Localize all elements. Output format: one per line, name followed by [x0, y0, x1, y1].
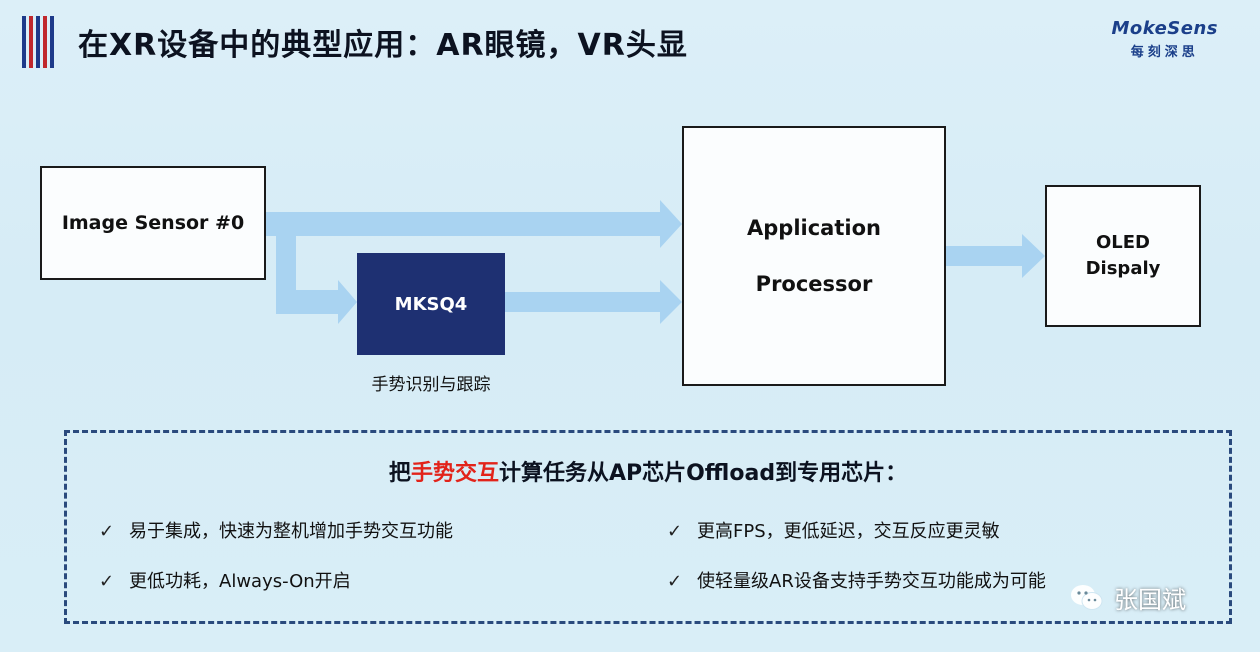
application-processor-box: Application Processor — [682, 126, 946, 386]
image-sensor-box: Image Sensor #0 — [40, 166, 266, 280]
benefits-panel: 把手势交互计算任务从AP芯片Offload到专用芯片： ✓ 易于集成，快速为整机增… — [64, 430, 1232, 624]
benefit-item: ✓ 更高FPS，更低延迟，交互反应更灵敏 — [667, 517, 1000, 543]
benefit-item: ✓ 使轻量级AR设备支持手势交互功能成为可能 — [667, 567, 1046, 593]
logo-stripes — [22, 16, 62, 68]
oled-display-box: OLED Dispaly — [1045, 185, 1201, 327]
panel-title-highlight: 手势交互 — [410, 461, 499, 486]
benefit-text: 使轻量级AR设备支持手势交互功能成为可能 — [697, 571, 1046, 592]
checkmark-icon: ✓ — [99, 571, 115, 592]
checkmark-icon: ✓ — [667, 571, 683, 592]
chip-caption: 手势识别与跟踪 — [371, 375, 491, 395]
arrow-ap-to-display — [942, 234, 1045, 278]
ap-label-line2: Processor — [755, 272, 873, 296]
panel-title-prefix: 把 — [388, 461, 411, 486]
benefit-text: 更低功耗，Always-On开启 — [129, 571, 351, 592]
checkmark-icon: ✓ — [667, 521, 683, 542]
watermark-text: 张国斌 — [1114, 586, 1186, 614]
benefit-text: 更高FPS，更低延迟，交互反应更灵敏 — [697, 521, 1000, 542]
wechat-icon — [1071, 584, 1103, 610]
brand-subtitle: 每刻深思 — [1130, 45, 1199, 60]
wechat-watermark: 张国斌 — [1070, 580, 1186, 615]
slide-header: 在XR设备中的典型应用：AR眼镜，VR头显 MokeSens 每刻深思 — [0, 0, 1260, 82]
arrow-chip-to-ap — [505, 280, 682, 324]
ap-label-line1: Application — [747, 216, 881, 240]
display-label-line1: OLED — [1095, 232, 1150, 253]
brand-name: MokeSens — [1111, 18, 1218, 39]
slide-title: 在XR设备中的典型应用：AR眼镜，VR头显 — [78, 28, 688, 63]
arrow-sensor-to-ap — [262, 200, 682, 248]
mksq4-chip-box: MKSQ4 — [357, 253, 505, 355]
arrow-sensor-to-chip — [276, 236, 357, 324]
benefit-item: ✓ 易于集成，快速为整机增加手势交互功能 — [99, 517, 453, 543]
display-label-line2: Dispaly — [1085, 258, 1161, 279]
benefit-text: 易于集成，快速为整机增加手势交互功能 — [129, 521, 453, 542]
panel-title: 把手势交互计算任务从AP芯片Offload到专用芯片： — [67, 455, 1229, 487]
brand-logo: MokeSens 每刻深思 — [1111, 18, 1218, 60]
checkmark-icon: ✓ — [99, 521, 115, 542]
benefit-item: ✓ 更低功耗，Always-On开启 — [99, 567, 351, 593]
panel-title-suffix: 计算任务从AP芯片Offload到专用芯片： — [498, 461, 908, 486]
